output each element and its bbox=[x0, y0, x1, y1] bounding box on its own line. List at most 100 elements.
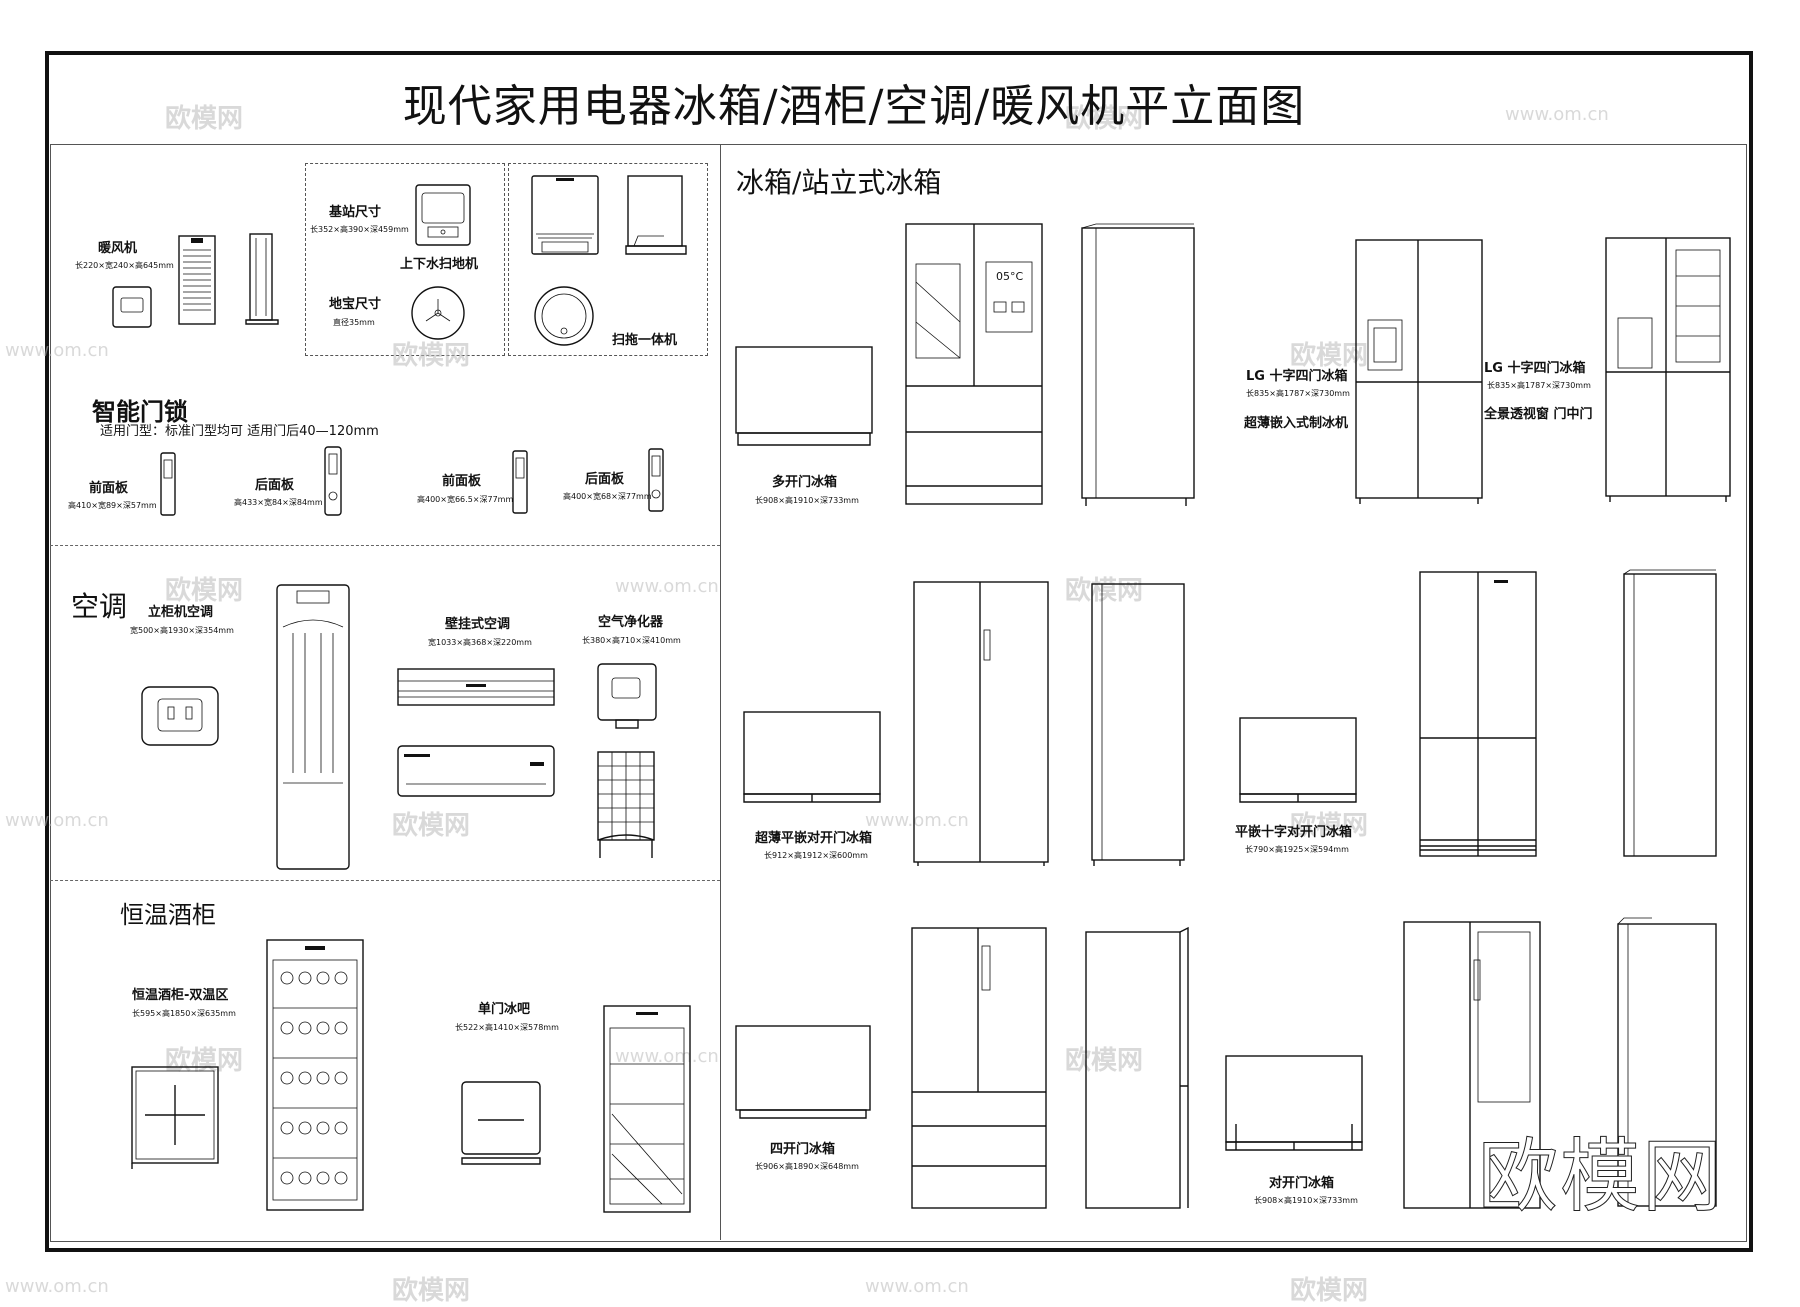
watermark-url: www.om.cn bbox=[5, 1276, 109, 1297]
fridge-item-label: 超薄平嵌对开门冰箱 bbox=[755, 831, 873, 846]
wine-bar-front bbox=[603, 1005, 691, 1213]
dual-wine-label: 恒温酒柜-双温区 bbox=[132, 988, 229, 1003]
multi-door-side bbox=[1081, 223, 1195, 506]
robot2-base-front bbox=[531, 175, 599, 255]
wall-ac-front bbox=[397, 745, 555, 797]
watermark: 欧模网 bbox=[1065, 104, 1144, 134]
robot-frame-2 bbox=[508, 163, 708, 356]
purifier-label: 空气净化器 bbox=[598, 615, 664, 630]
wine-title: 恒温酒柜 bbox=[120, 901, 216, 929]
fridge-title: 冰箱/站立式冰箱 bbox=[736, 166, 942, 199]
heater-front-view bbox=[178, 235, 216, 325]
robot-size-label: 地宝尺寸 bbox=[329, 297, 382, 312]
robot2-top-view bbox=[534, 286, 594, 346]
robot-frame-1 bbox=[305, 163, 505, 356]
purifier-side bbox=[597, 751, 655, 858]
flush-door-top bbox=[743, 711, 881, 803]
multi-door-top bbox=[735, 346, 873, 446]
dual-wine-dim: 长595×高1850×深635mm bbox=[132, 1009, 236, 1018]
watermark-url: www.om.cn bbox=[5, 810, 109, 831]
dual-wine-top bbox=[131, 1066, 219, 1169]
watermark: 欧模网 bbox=[392, 1276, 471, 1306]
standing-ac-top bbox=[141, 686, 219, 746]
robot2-base-side bbox=[625, 175, 687, 255]
lock-back-panel-1 bbox=[324, 446, 342, 516]
lock-item-dim: 高400×宽66.5×深77mm bbox=[417, 495, 514, 504]
wall-ac-label: 壁挂式空调 bbox=[445, 617, 511, 632]
section-divider bbox=[50, 545, 720, 546]
lock-item-dim: 高400×宽68×深77mm bbox=[563, 492, 652, 501]
wine-bar-label: 单门冰吧 bbox=[478, 1002, 531, 1017]
fridge-item-label: 多开门冰箱 bbox=[772, 475, 838, 490]
watermark: 欧模网 bbox=[1290, 1276, 1369, 1306]
flush-cross-side bbox=[1623, 569, 1717, 857]
lock-item-label: 前面板 bbox=[89, 481, 129, 496]
heater-dim: 长220×宽240×高645mm bbox=[75, 261, 174, 270]
watermark-url: www.om.cn bbox=[5, 340, 109, 361]
heater-label: 暖风机 bbox=[98, 241, 138, 256]
watermark: 欧模网 bbox=[1290, 811, 1369, 841]
watermark-url: www.om.cn bbox=[615, 1046, 719, 1067]
side-by-side-front bbox=[1403, 921, 1541, 1209]
flush-cross-front bbox=[1419, 571, 1537, 857]
watermark: 欧模网 bbox=[165, 104, 244, 134]
flush-door-side bbox=[1091, 583, 1185, 866]
lock-front-panel-2 bbox=[512, 450, 528, 514]
lock-item-dim: 高410×宽89×深57mm bbox=[68, 501, 157, 510]
heater-side-view bbox=[245, 233, 279, 325]
lock-item-dim: 高433×宽84×深84mm bbox=[234, 498, 323, 507]
multi-door-front: 05°C bbox=[905, 223, 1043, 505]
watermark: 欧模网 bbox=[392, 341, 471, 371]
watermark-url: www.om.cn bbox=[865, 1276, 969, 1297]
watermark-url: www.om.cn bbox=[865, 810, 969, 831]
watermark: 欧模网 bbox=[1290, 341, 1369, 371]
robot-top-view bbox=[411, 286, 465, 340]
column-divider bbox=[720, 144, 721, 1240]
side-by-side-side bbox=[1617, 917, 1717, 1207]
robot-size-dim: 直径35mm bbox=[333, 318, 375, 327]
wall-ac-dim: 宽1033×高368×深220mm bbox=[428, 638, 532, 647]
lock-subtitle: 适用门型：标准门型均可 适用门后40—120mm bbox=[100, 424, 379, 439]
lock-item-label: 后面板 bbox=[255, 478, 295, 493]
fridge-item-dim: 长835×高1787×深730mm bbox=[1487, 381, 1591, 390]
purifier-top bbox=[597, 663, 657, 729]
base-size-label: 基站尺寸 bbox=[329, 205, 382, 220]
robot-base-station bbox=[415, 184, 471, 246]
standing-ac-dim: 宽500×高1930×深354mm bbox=[130, 626, 234, 635]
fridge-item-dim: 长908×高1910×深733mm bbox=[755, 496, 859, 505]
model1-label: 上下水扫地机 bbox=[400, 257, 479, 272]
fridge-item-dim: 长790×高1925×深594mm bbox=[1245, 845, 1349, 854]
fridge-item-dim: 长908×高1910×深733mm bbox=[1254, 1196, 1358, 1205]
dual-wine-front bbox=[266, 939, 364, 1211]
heater-top-view bbox=[112, 286, 152, 328]
watermark-url: www.om.cn bbox=[1505, 104, 1609, 125]
flush-door-front bbox=[913, 581, 1049, 866]
lg-four-door-front-2 bbox=[1605, 237, 1731, 502]
lock-back-panel-2 bbox=[648, 448, 664, 512]
watermark: 欧模网 bbox=[392, 811, 471, 841]
fridge-item-dim: 长906×高1890×深648mm bbox=[755, 1162, 859, 1171]
drawing-border bbox=[45, 51, 1753, 1252]
fridge-item-dim: 长912×高1912×深600mm bbox=[764, 851, 868, 860]
flush-cross-top bbox=[1239, 717, 1357, 803]
svg-text:05°C: 05°C bbox=[996, 270, 1023, 283]
brand-watermark: 欧模网 bbox=[1478, 1130, 1724, 1224]
fridge-item-note: 超薄嵌入式制冰机 bbox=[1244, 416, 1349, 431]
wall-ac-side bbox=[397, 668, 555, 706]
inner-frame bbox=[50, 144, 1747, 1242]
fridge-item-note: 全景透视窗 门中门 bbox=[1484, 407, 1593, 422]
fridge-item-label: 对开门冰箱 bbox=[1269, 1176, 1335, 1191]
four-door-front bbox=[911, 927, 1047, 1209]
lock-item-label: 前面板 bbox=[442, 474, 482, 489]
lock-item-label: 后面板 bbox=[585, 472, 625, 487]
watermark: 欧模网 bbox=[1065, 576, 1144, 606]
purifier-dim: 长380×高710×深410mm bbox=[582, 636, 681, 645]
lg-four-door-front-1 bbox=[1355, 239, 1483, 504]
model2-label: 扫拖一体机 bbox=[612, 333, 678, 348]
wine-bar-dim: 长522×高1410×深578mm bbox=[455, 1023, 559, 1032]
standing-ac-label: 立柜机空调 bbox=[148, 605, 214, 620]
fridge-item-label: LG 十字四门冰箱 bbox=[1484, 361, 1586, 376]
fridge-item-label: 四开门冰箱 bbox=[770, 1142, 836, 1157]
side-by-side-top bbox=[1225, 1055, 1363, 1151]
watermark-url: www.om.cn bbox=[615, 576, 719, 597]
